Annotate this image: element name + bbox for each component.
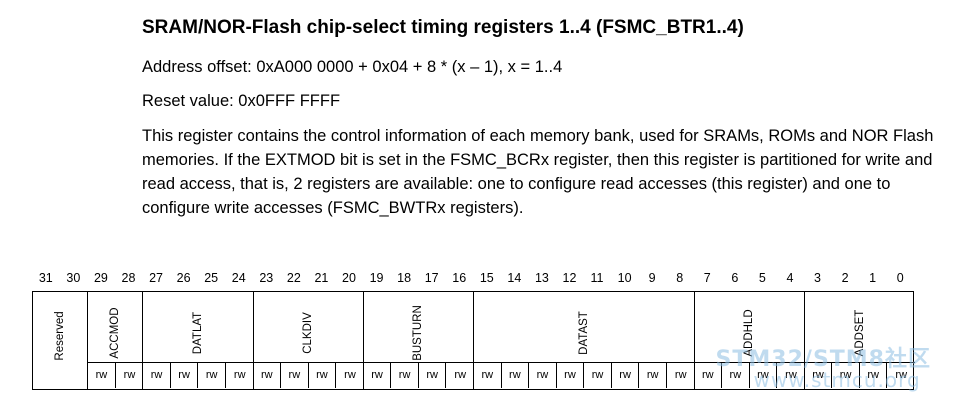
bit-number: 19 (369, 271, 384, 285)
access-cell: rw (674, 369, 687, 381)
field-name: Reserved (54, 311, 67, 361)
field-name: BUSTURN (412, 305, 425, 361)
address-offset: Address offset: 0xA000 0000 + 0x04 + 8 *… (142, 58, 563, 76)
access-cell: rw (364, 363, 392, 388)
access-cell: rw (502, 363, 530, 388)
field-name: CLKDIV (302, 312, 315, 354)
access-cell: rw (805, 363, 833, 388)
bit-number: 10 (617, 271, 632, 285)
bit-number: 4 (786, 271, 794, 285)
access-cell: rw (750, 363, 778, 388)
access-cell: rw (454, 369, 467, 381)
bit-number: 2 (841, 271, 849, 285)
access-cell: rw (474, 363, 502, 388)
bit-number: 0 (896, 271, 904, 285)
access-cell: rw (143, 363, 171, 388)
access-cell: rw (557, 363, 585, 388)
access-cell: rw (344, 369, 356, 381)
bit-number: 31 (38, 271, 53, 285)
bit-number: 22 (286, 271, 301, 285)
access-cell: rw (391, 363, 419, 388)
bit-number: 28 (121, 271, 136, 285)
access-cell: rw (309, 363, 337, 388)
bit-number: 30 (66, 271, 81, 285)
access-cell: rw (895, 369, 908, 381)
access-cell: rw (233, 369, 246, 381)
access-cell: rw (88, 363, 116, 388)
bit-number: 6 (731, 271, 739, 285)
access-cell: rw (722, 363, 750, 388)
access-cell: rw (171, 363, 199, 388)
register-field: Reserved (33, 292, 89, 389)
bit-number: 5 (758, 271, 766, 285)
access-cell: rw (639, 363, 667, 388)
bit-number: 17 (424, 271, 439, 285)
bit-number: 9 (648, 271, 656, 285)
bit-number: 21 (314, 271, 329, 285)
bit-number: 3 (814, 271, 821, 285)
access-cell: rw (419, 363, 447, 388)
bit-number: 29 (93, 271, 108, 285)
bit-number: 20 (342, 271, 356, 285)
bit-number: 23 (259, 271, 274, 285)
field-name: DATAST (577, 311, 590, 355)
bit-number: 12 (562, 271, 577, 285)
access-cell: rw (832, 363, 860, 388)
bit-number: 11 (590, 271, 604, 285)
register-title: SRAM/NOR-Flash chip-select timing regist… (142, 17, 744, 38)
register-description: This register contains the control infor… (142, 127, 934, 217)
access-cell: rw (529, 363, 557, 388)
watermark-line2: www.stmcu.org (753, 368, 921, 392)
bit-number: 25 (204, 271, 219, 285)
field-name: ACCMOD (109, 307, 122, 359)
field-name: DATLAT (191, 311, 204, 355)
bit-number: 15 (479, 271, 494, 285)
access-cell: rw (281, 363, 309, 388)
bit-number: 24 (231, 271, 246, 285)
bit-number: 18 (397, 271, 412, 285)
access-cell: rw (254, 363, 282, 388)
access-cell: rw (695, 363, 723, 388)
watermark: STM32/STM8社区 www.stmcu.org (715, 347, 931, 392)
bit-number: 14 (507, 271, 522, 285)
access-cell: rw (785, 369, 797, 381)
access-cell: rw (860, 363, 888, 388)
access-cell: rw (584, 363, 612, 388)
reset-value: Reset value: 0x0FFF FFFF (142, 92, 341, 110)
bit-number: 8 (676, 271, 684, 285)
bit-number: 16 (452, 271, 467, 285)
bit-number: 26 (176, 271, 191, 285)
bit-number: 7 (703, 271, 711, 285)
access-cell: rw (123, 369, 136, 381)
watermark-line1: STM32/STM8社区 (715, 347, 931, 372)
bit-number: 13 (534, 271, 549, 285)
bit-number: 1 (869, 271, 877, 285)
bit-number: 27 (149, 271, 163, 285)
access-cell: rw (198, 363, 226, 388)
access-cell: rw (612, 363, 640, 388)
